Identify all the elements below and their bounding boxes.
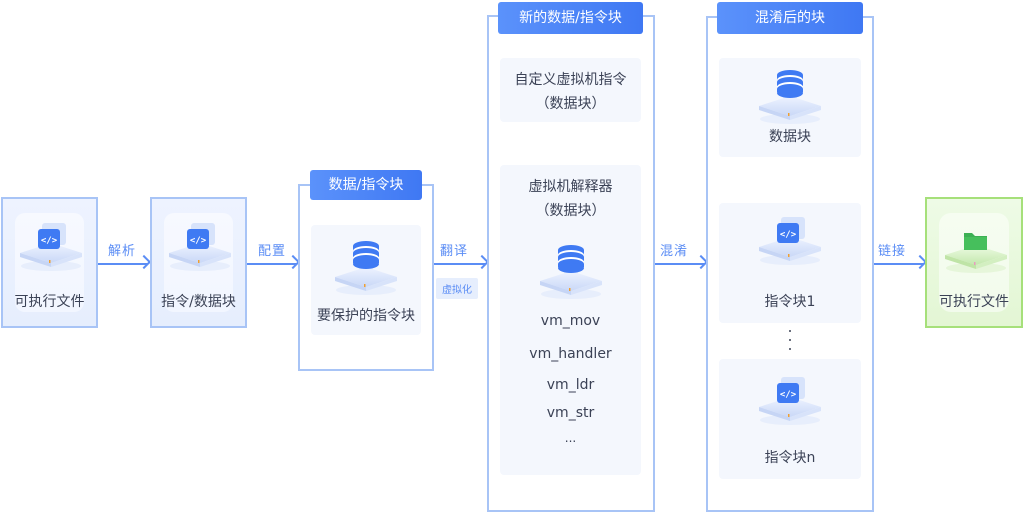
virtualize-tag: 虚拟化 <box>436 278 478 299</box>
instruction-block-1-label: 指令块1 <box>764 294 816 310</box>
output-executable-node: 可执行文件 <box>925 197 1023 328</box>
instruction-block-1-panel: </> 指令块1 <box>719 203 861 323</box>
vm-stage-header: 新的数据/指令块 <box>498 2 643 34</box>
data-block-label: 数据块 <box>769 129 811 145</box>
interpreter-line2: （数据块） <box>535 203 606 219</box>
svg-text:</>: </> <box>190 236 207 246</box>
arrow-link <box>874 263 924 265</box>
edge-label-obfuscate: 混淆 <box>660 244 689 259</box>
database-icon <box>759 70 821 124</box>
node-label: 可执行文件 <box>939 294 1009 310</box>
source-executable-node: </> 可执行文件 <box>1 197 98 328</box>
arrow-configure <box>247 263 297 265</box>
vm-handler-item: vm_mov <box>540 313 601 329</box>
vm-handler-item: vm_str <box>546 405 595 421</box>
data-block-panel: 数据块 <box>719 58 861 157</box>
vertical-ellipsis <box>789 330 791 357</box>
database-icon <box>335 241 397 295</box>
code-server-icon: </> <box>169 223 231 271</box>
obfuscated-stage-header: 混淆后的块 <box>717 2 863 34</box>
edge-label-parse: 解析 <box>108 244 137 259</box>
custom-vm-line1: 自定义虚拟机指令 <box>514 72 627 88</box>
protected-block-panel: 要保护的指令块 <box>311 225 421 335</box>
vm-interpreter-panel: 虚拟机解释器 （数据块） vm_mov vm_handler vm_ldr vm… <box>500 165 641 475</box>
vm-handler-ellipsis: ... <box>564 431 577 445</box>
folder-server-icon <box>945 233 1007 273</box>
edge-label-link: 链接 <box>878 244 907 259</box>
arrow-parse <box>98 263 148 265</box>
custom-vm-instructions-panel: 自定义虚拟机指令 （数据块） <box>500 58 641 122</box>
vm-handler-item: vm_handler <box>529 346 612 362</box>
protect-stage-header: 数据/指令块 <box>310 170 422 200</box>
database-icon <box>540 245 602 299</box>
code-server-icon: </> <box>759 377 821 425</box>
instruction-data-node: </> 指令/数据块 <box>150 197 247 328</box>
instruction-block-n-panel: </> 指令块n <box>719 359 861 479</box>
edge-label-translate: 翻译 <box>440 244 469 259</box>
node-label: 可执行文件 <box>14 294 85 310</box>
edge-label-configure: 配置 <box>258 244 287 259</box>
svg-text:</>: </> <box>780 390 797 400</box>
node-label: 指令/数据块 <box>161 294 236 310</box>
svg-text:</>: </> <box>41 236 58 246</box>
instruction-block-n-label: 指令块n <box>764 450 816 466</box>
custom-vm-line2: （数据块） <box>535 96 606 112</box>
vm-handler-item: vm_ldr <box>546 377 595 393</box>
arrow-obfuscate <box>655 263 705 265</box>
code-server-icon: </> <box>759 217 821 265</box>
arrow-translate <box>434 263 486 265</box>
protected-block-label: 要保护的指令块 <box>317 308 415 324</box>
code-server-icon: </> <box>20 223 82 271</box>
interpreter-line1: 虚拟机解释器 <box>528 179 613 195</box>
svg-text:</>: </> <box>780 230 797 240</box>
